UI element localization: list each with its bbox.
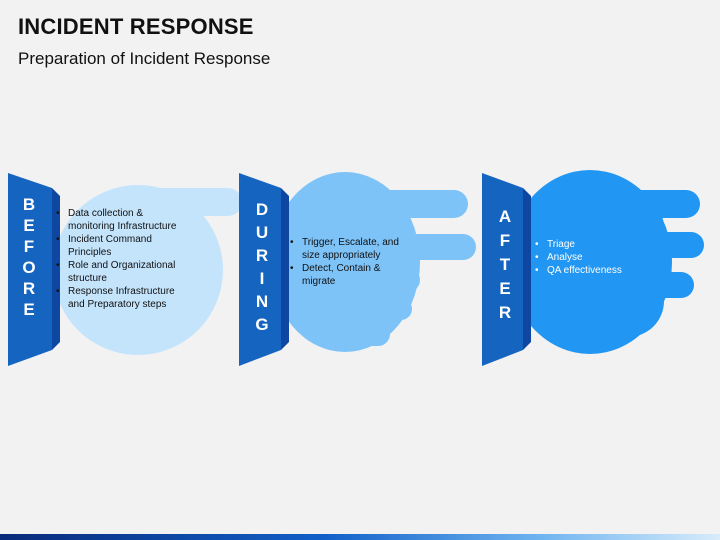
letter: E [499, 279, 511, 298]
footer-gradient-bar [0, 534, 720, 540]
stage-label-before: B E F O R E [18, 196, 40, 318]
letter: E [23, 300, 35, 319]
banner-after [482, 173, 531, 366]
before-bullet-list: Data collection & monitoring Infrastruct… [54, 207, 184, 311]
letter: R [498, 303, 512, 322]
stage-label-after: A F T E R [494, 208, 516, 321]
list-item: Data collection & monitoring Infrastruct… [54, 207, 184, 233]
page-title: INCIDENT RESPONSE [18, 14, 254, 39]
letter: D [255, 200, 269, 219]
list-item: Incident Command Principles [54, 233, 184, 259]
list-item: Trigger, Escalate, and size appropriatel… [288, 236, 406, 262]
letter: A [498, 207, 512, 226]
letter: R [255, 246, 269, 265]
list-item: Role and Organizational structure [54, 259, 184, 285]
page-subtitle: Preparation of Incident Response [18, 49, 271, 68]
letter: N [255, 292, 269, 311]
after-bullet-list: Triage Analyse QA effectiveness [533, 238, 653, 277]
list-item: Detect, Contain & migrate [288, 262, 406, 288]
list-item: QA effectiveness [533, 264, 653, 277]
letter: E [23, 216, 35, 235]
list-item: Response Infrastructure and Preparatory … [54, 285, 184, 311]
letter: U [255, 223, 269, 242]
letter: O [22, 258, 36, 277]
letter: B [22, 195, 36, 214]
banner-during [239, 173, 289, 366]
stage-label-during: D U R I N G [251, 201, 273, 333]
during-bullet-list: Trigger, Escalate, and size appropriatel… [288, 236, 406, 288]
letter: I [259, 269, 265, 288]
list-item: Triage [533, 238, 653, 251]
letter: F [23, 237, 35, 256]
letter: T [499, 255, 511, 274]
letter: R [22, 279, 36, 298]
letter: G [255, 315, 269, 334]
list-item: Analyse [533, 251, 653, 264]
letter: F [499, 231, 511, 250]
